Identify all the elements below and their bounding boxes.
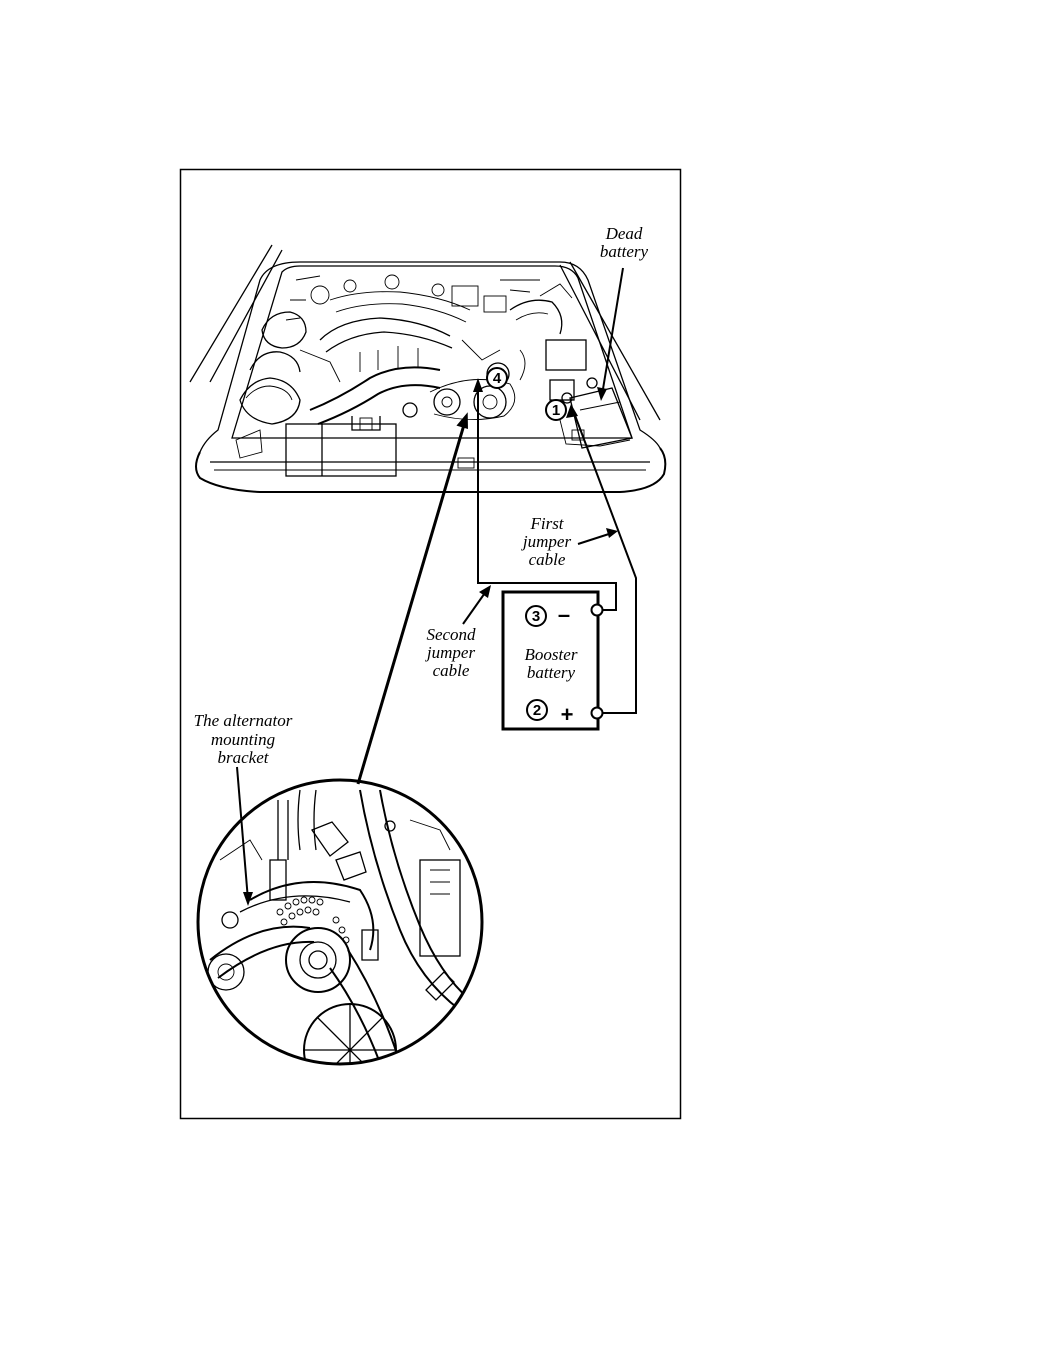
alternator-bracket-label-line1: The alternator xyxy=(194,711,293,730)
alternator-bracket-label-line2: mounting xyxy=(211,730,275,749)
booster-battery: 3 – Booster battery 2 + xyxy=(503,592,603,729)
second-jumper-cable-label-line2: jumper xyxy=(425,643,476,662)
first-jumper-cable-label: First jumper cable xyxy=(521,514,572,569)
second-cable-pointer xyxy=(463,590,487,624)
first-jumper-cable-label-line1: First xyxy=(529,514,564,533)
negative-terminal xyxy=(592,605,603,616)
engine-bay-illustration xyxy=(190,245,665,492)
dead-battery-label-line2: battery xyxy=(600,242,649,261)
dead-battery-label: Dead battery xyxy=(600,224,649,261)
second-jumper-cable-label-line1: Second xyxy=(426,625,476,644)
first-jumper-cable-label-line2: jumper xyxy=(521,532,572,551)
first-jumper-cable xyxy=(573,410,636,713)
positive-terminal xyxy=(592,708,603,719)
second-jumper-cable-label-line3: cable xyxy=(433,661,470,680)
alternator-closeup xyxy=(198,780,482,1096)
alternator-bracket-label-line3: bracket xyxy=(218,748,270,767)
closeup-leader-line xyxy=(358,418,466,784)
step-1-number: 1 xyxy=(552,402,560,419)
step-3-number: 3 xyxy=(532,608,540,625)
alternator-bracket-label: The alternator mounting bracket xyxy=(194,711,293,767)
step-2-number: 2 xyxy=(533,702,541,719)
first-jumper-cable-label-line3: cable xyxy=(529,550,566,569)
second-jumper-cable-label: Second jumper cable xyxy=(425,625,476,680)
second-jumper-cable xyxy=(478,385,616,610)
negative-symbol: – xyxy=(558,602,570,627)
booster-battery-label-line1: Booster xyxy=(525,645,578,664)
step-4-number: 4 xyxy=(493,370,502,387)
dead-battery-label-line1: Dead xyxy=(605,224,643,243)
dead-battery-pointer xyxy=(602,268,623,395)
booster-battery-label-line2: battery xyxy=(527,663,576,682)
first-cable-pointer xyxy=(578,533,612,544)
positive-symbol: + xyxy=(561,702,574,727)
